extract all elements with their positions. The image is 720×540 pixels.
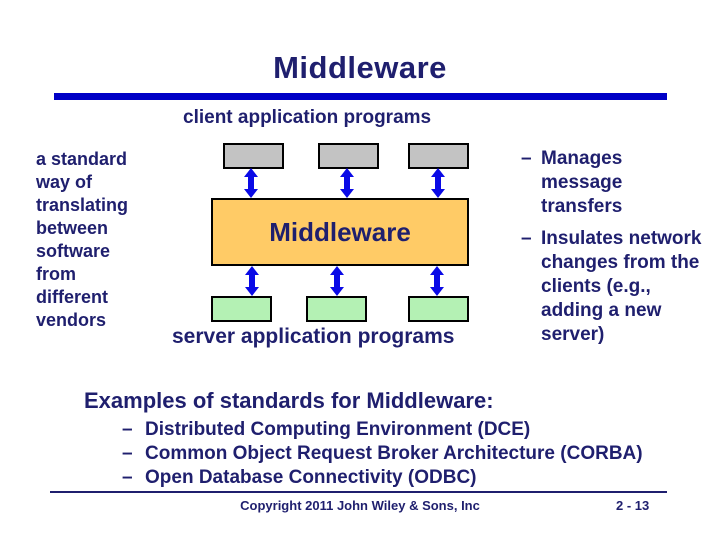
left-note-text: a standard way of translating between so… [36, 149, 129, 330]
right-note-text: Manages message transfers [541, 148, 623, 217]
example-item-label: Common Object Request Broker Architectur… [145, 443, 643, 464]
double-arrow-icon [339, 168, 355, 198]
bullet-dash: – [122, 443, 133, 464]
example-item: – Distributed Computing Environment (DCE… [122, 418, 530, 442]
client-box-3 [408, 143, 469, 169]
server-box-1 [211, 296, 272, 322]
right-note-text: Insulates network changes from the clien… [541, 228, 702, 345]
bullet-dash: – [122, 467, 133, 488]
client-programs-label: client application programs [183, 107, 432, 128]
bullet-dash: – [122, 419, 133, 440]
bullet-dash: – [521, 228, 532, 249]
footer-divider [50, 491, 667, 493]
right-note-manages: – Manages message transfers [521, 147, 622, 219]
example-item-label: Open Database Connectivity (ODBC) [145, 467, 477, 488]
examples-heading: Examples of standards for Middleware: [84, 388, 494, 413]
double-arrow-icon [243, 168, 259, 198]
example-item-label: Distributed Computing Environment (DCE) [145, 419, 531, 440]
double-arrow-icon [329, 266, 345, 296]
double-arrow-icon [430, 168, 446, 198]
bullet-dash: – [521, 148, 532, 169]
middleware-box-label: Middleware [269, 216, 411, 247]
page-title: Middleware [273, 50, 447, 85]
double-arrow-icon [429, 266, 445, 296]
right-note-insulates: – Insulates network changes from the cli… [521, 227, 702, 347]
server-programs-label: server application programs [172, 325, 455, 348]
double-arrow-icon [244, 266, 260, 296]
copyright-text: Copyright 2011 John Wiley & Sons, Inc [240, 498, 480, 513]
middleware-box: Middleware [211, 198, 469, 266]
title-underline [54, 93, 667, 100]
client-box-2 [318, 143, 379, 169]
example-item: – Open Database Connectivity (ODBC) [122, 466, 477, 490]
client-box-1 [223, 143, 284, 169]
server-box-2 [306, 296, 367, 322]
page-number: 2 - 13 [616, 498, 650, 513]
example-item: – Common Object Request Broker Architect… [122, 442, 643, 466]
server-box-3 [408, 296, 469, 322]
